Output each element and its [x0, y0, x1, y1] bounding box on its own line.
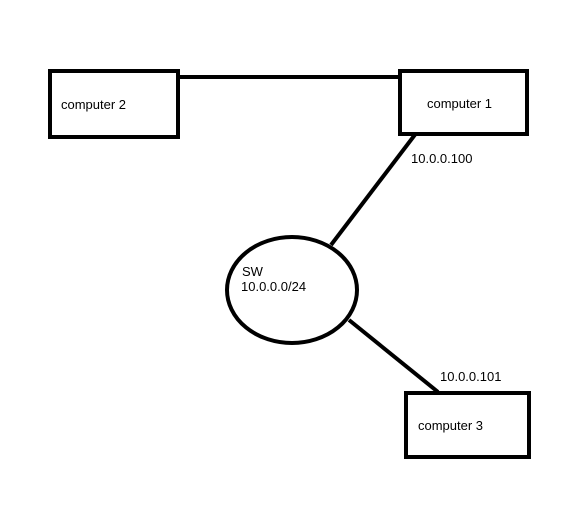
computer-3-ip-label: 10.0.0.101	[440, 369, 502, 384]
computer-1-box	[398, 69, 529, 136]
switch-name-label: SW	[242, 264, 263, 279]
link-switch-computer3	[347, 318, 440, 394]
switch-ellipse	[225, 235, 359, 345]
computer-3-label: computer 3	[418, 418, 484, 433]
switch-subnet-label: 10.0.0.0/24	[241, 279, 307, 294]
computer-2-box	[48, 69, 180, 139]
computer-1-label: computer 1	[427, 96, 493, 111]
link-computer1-switch	[329, 130, 419, 247]
computer-3-box	[404, 391, 531, 459]
computer-2-label: computer 2	[61, 97, 127, 112]
computer-1-ip-label: 10.0.0.100	[411, 151, 473, 166]
